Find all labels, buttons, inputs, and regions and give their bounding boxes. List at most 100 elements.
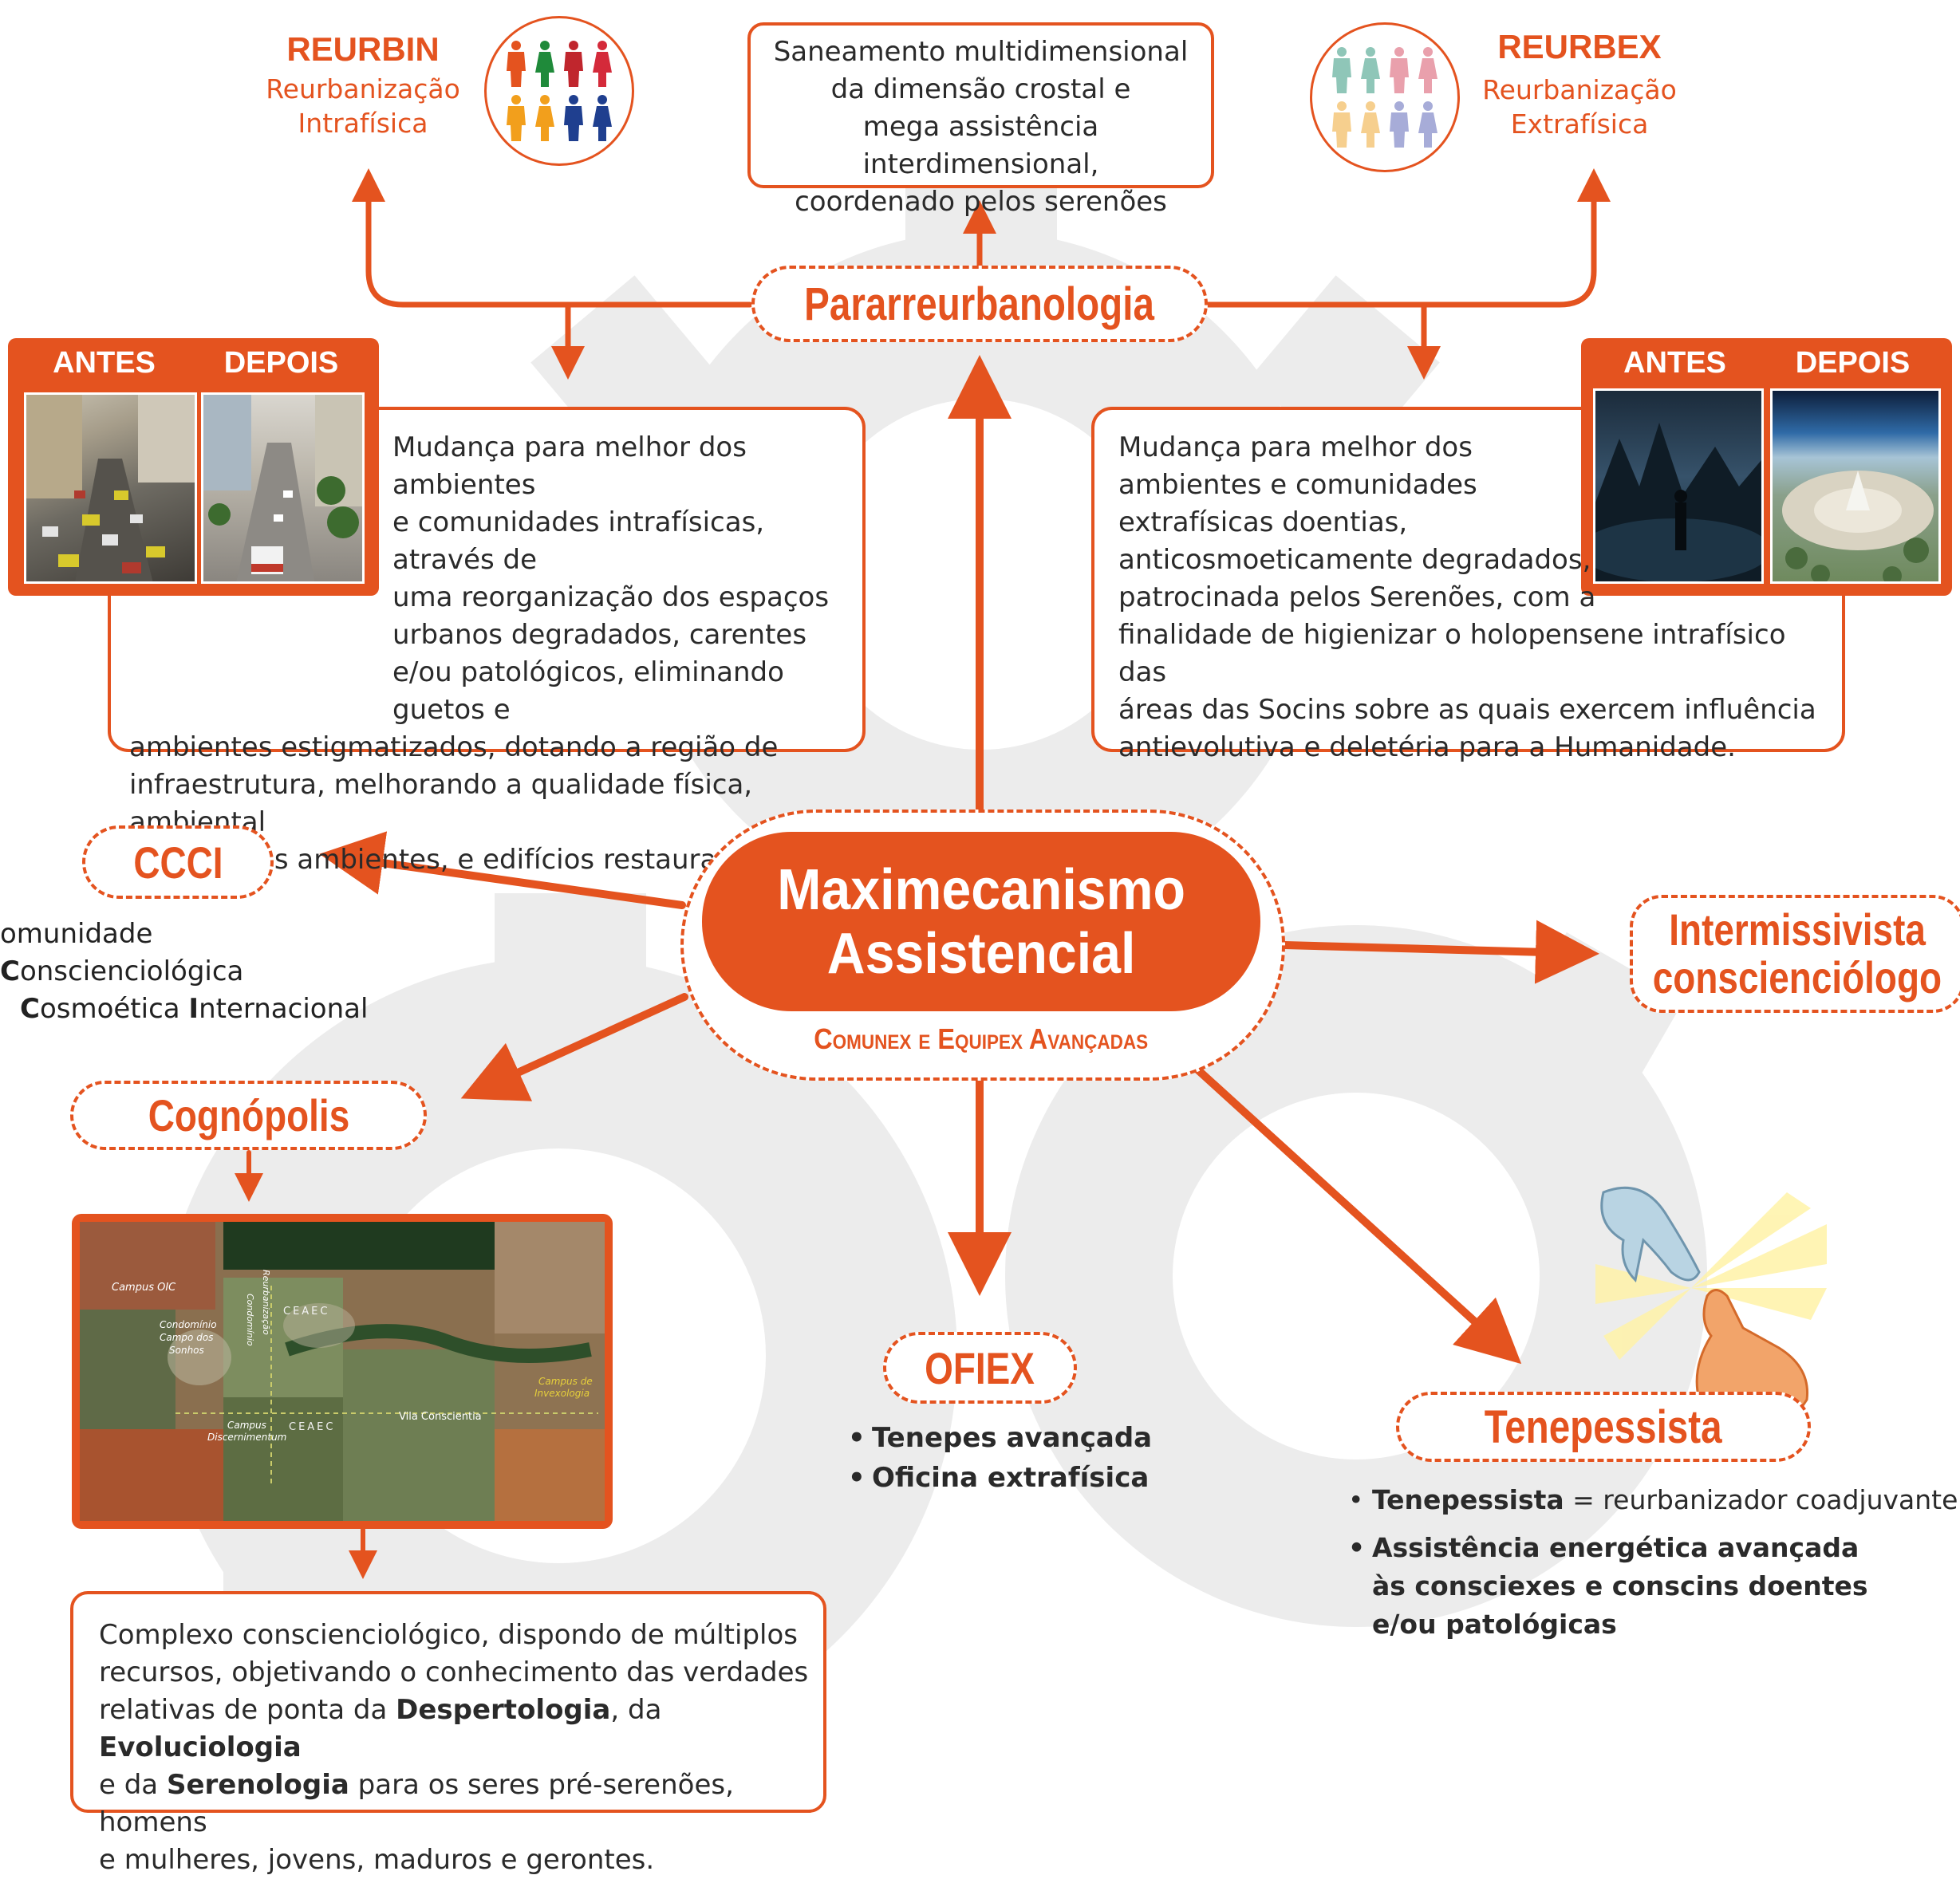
- reurbex-subtitle-1: Reurbanização: [1482, 74, 1677, 105]
- left-text-line-6: ambientes estigmatizados, dotando a regi…: [129, 731, 779, 763]
- ccci-line-2: Cosmoética Internacional: [0, 991, 383, 1028]
- bright-city-image: [1782, 471, 1934, 581]
- right-text-line-8: antievolutiva e deletéria para a Humanid…: [1118, 731, 1736, 763]
- tenepessista-definition: = reurbanizador coadjuvante: [1564, 1484, 1958, 1515]
- reurbin-title: REURBIN: [286, 30, 440, 68]
- reurbex-people-icon: [1332, 47, 1437, 148]
- person-icon: [507, 41, 526, 87]
- left-text-line-7: infraestrutura, melhorando a qualidade f…: [129, 769, 753, 838]
- map-label-ceaec: CEAEC: [283, 1306, 330, 1318]
- tenepessista-label: Tenepessista: [1485, 1400, 1722, 1453]
- person-icon: [593, 95, 612, 141]
- person-icon: [564, 41, 583, 87]
- cognopolis-text-line-3: relativas de ponta da Despertologia, da …: [99, 1692, 823, 1767]
- right-text-line-3: extrafísicas doentias,: [1118, 506, 1408, 538]
- intermissivista-line-2: conscienciólogo: [1652, 952, 1942, 1003]
- right-depois-label: DEPOIS: [1795, 346, 1911, 380]
- reurbex-block: REURBEX Reurbanização Extrafísica: [1480, 28, 1679, 140]
- pararreurbanologia-label: Pararreurbanologia: [804, 278, 1155, 330]
- person-icon: [1418, 47, 1437, 93]
- ofiex-node: OFIEX: [883, 1332, 1077, 1404]
- cognopolis-node: Cognópolis: [70, 1081, 427, 1150]
- left-text-line-4: urbanos degradados, carentes: [392, 619, 807, 651]
- tenepessista-item-2-line-1: Assistência energética avançada: [1372, 1532, 1859, 1563]
- left-text-line-2: e comunidades intrafísicas, através de: [392, 506, 765, 576]
- right-text-line-5: patrocinada pelos Serenões, com a: [1118, 581, 1596, 613]
- ofiex-item-2: Oficina extrafísica: [848, 1458, 1152, 1498]
- ccci-line-2-initial-1: C: [20, 993, 40, 1025]
- cognopolis-aerial-map: Campus OIC Condomínio Campo dos Sonhos C…: [80, 1222, 605, 1521]
- person-icon: [1332, 47, 1351, 93]
- cognopolis-text-line-3-pre: relativas de ponta da: [99, 1694, 396, 1726]
- person-icon: [535, 41, 554, 87]
- ofiex-item-1: Tenepes avançada: [848, 1418, 1152, 1458]
- left-before-after-panel: ANTES DEPOIS: [8, 338, 379, 596]
- evoluciologia-term: Evoluciologia: [99, 1731, 302, 1763]
- cognopolis-label: Cognópolis: [148, 1090, 349, 1140]
- intermissivista-line-1: Intermissivista: [1669, 904, 1926, 955]
- left-antes-photo: [24, 392, 197, 584]
- tenepessista-item-2: Assistência energética avançada às consc…: [1348, 1529, 1958, 1644]
- person-icon: [507, 95, 526, 141]
- ccci-line-1-initial: C: [0, 955, 20, 987]
- tenepessista-item-2-line-2: às consciexes e conscins doentes: [1372, 1570, 1868, 1601]
- right-before-after-panel: ANTES DEPOIS: [1581, 338, 1952, 596]
- ccci-line-1-post: onscienciológica: [19, 955, 244, 987]
- right-description-text: Mudança para melhor dos ambientes e comu…: [1118, 429, 1836, 766]
- renewed-street-image: [203, 395, 362, 581]
- serenologia-term: Serenologia: [166, 1769, 349, 1801]
- tenepessista-term: Tenepessista: [1372, 1484, 1564, 1515]
- right-antes-photo: [1593, 388, 1764, 584]
- ccci-line-2-post: nternacional: [199, 993, 369, 1025]
- map-label-ceaec-2: CEAEC: [289, 1421, 336, 1433]
- top-box-line-1: Saneamento multidimensional: [773, 36, 1189, 68]
- person-icon: [593, 41, 612, 87]
- reurbin-subtitle-2: Intrafísica: [298, 108, 428, 139]
- top-box-line-2: da dimensão crostal e: [830, 73, 1131, 105]
- ccci-line-1-pre: omunidade: [0, 918, 153, 950]
- person-icon: [1332, 101, 1351, 148]
- person-icon: [564, 95, 583, 141]
- map-label-campus-de: Campus de: [538, 1376, 593, 1387]
- top-box-line-4: coordenado pelos serenões: [795, 186, 1167, 218]
- intermissivista-node: Intermissivista conscienciólogo: [1630, 895, 1960, 1013]
- ofiex-label: OFIEX: [925, 1342, 1035, 1393]
- person-icon: [535, 95, 554, 141]
- left-text-line-1: Mudança para melhor dos ambientes: [392, 431, 747, 501]
- tenepessista-item-2-line-3: e/ou patológicas: [1372, 1609, 1617, 1640]
- center-subtitle-text: Comunex e Equipex Avançadas: [814, 1022, 1149, 1055]
- center-node: Maximecanismo Assistencial: [702, 832, 1260, 1011]
- person-icon: [1418, 101, 1437, 148]
- person-icon: [1361, 101, 1380, 148]
- reurbex-subtitle-2: Extrafísica: [1510, 108, 1649, 140]
- ofiex-list: Tenepes avançada Oficina extrafísica: [848, 1418, 1152, 1498]
- left-depois-photo: [201, 392, 365, 584]
- pararreurbanologia-node: Pararreurbanologia: [751, 266, 1208, 342]
- ccci-description: omunidade Conscienciológica Cosmoética I…: [0, 916, 383, 1028]
- tenepessista-node: Tenepessista: [1396, 1392, 1811, 1462]
- person-icon: [1390, 101, 1409, 148]
- map-label-reurbanizacao: Reurbanização: [261, 1270, 271, 1335]
- right-text-line-4: anticosmoeticamente degradados,: [1118, 544, 1591, 576]
- map-label-condominio: Condomínio: [160, 1319, 217, 1330]
- right-text-line-7: áreas das Socins sobre as quais exercem …: [1118, 694, 1816, 726]
- person-icon: [1390, 47, 1409, 93]
- person-icon: [1361, 47, 1380, 93]
- ccci-line-2-mid: osmoética: [39, 993, 189, 1025]
- reurbex-people-circle: [1310, 22, 1460, 172]
- center-subtitle: Comunex e Equipex Avançadas: [702, 1022, 1260, 1056]
- ccci-node: CCCI: [82, 825, 274, 899]
- reurbin-subtitle-1: Reurbanização: [266, 73, 460, 104]
- reurbin-people-icon: [507, 41, 612, 141]
- map-label-campo-dos: Campo dos: [160, 1332, 214, 1343]
- map-label-campus: Campus: [227, 1420, 266, 1431]
- center-title-line-1: Maximecanismo: [777, 857, 1185, 922]
- cognopolis-text-line-3-mid: , da: [610, 1694, 662, 1726]
- tenepessista-item-1: Tenepessista = reurbanizador coadjuvante: [1348, 1481, 1958, 1519]
- right-text-line-2: ambientes e comunidades: [1118, 469, 1477, 501]
- top-description-box: Saneamento multidimensional da dimensão …: [747, 22, 1214, 218]
- ccci-line-1: omunidade Conscienciológica: [0, 916, 383, 991]
- right-text-line-6: finalidade de higienizar o holopensene i…: [1118, 619, 1786, 688]
- left-text-line-5: e/ou patológicos, eliminando guetos e: [392, 656, 784, 726]
- ccci-line-2-initial-2: I: [188, 993, 199, 1025]
